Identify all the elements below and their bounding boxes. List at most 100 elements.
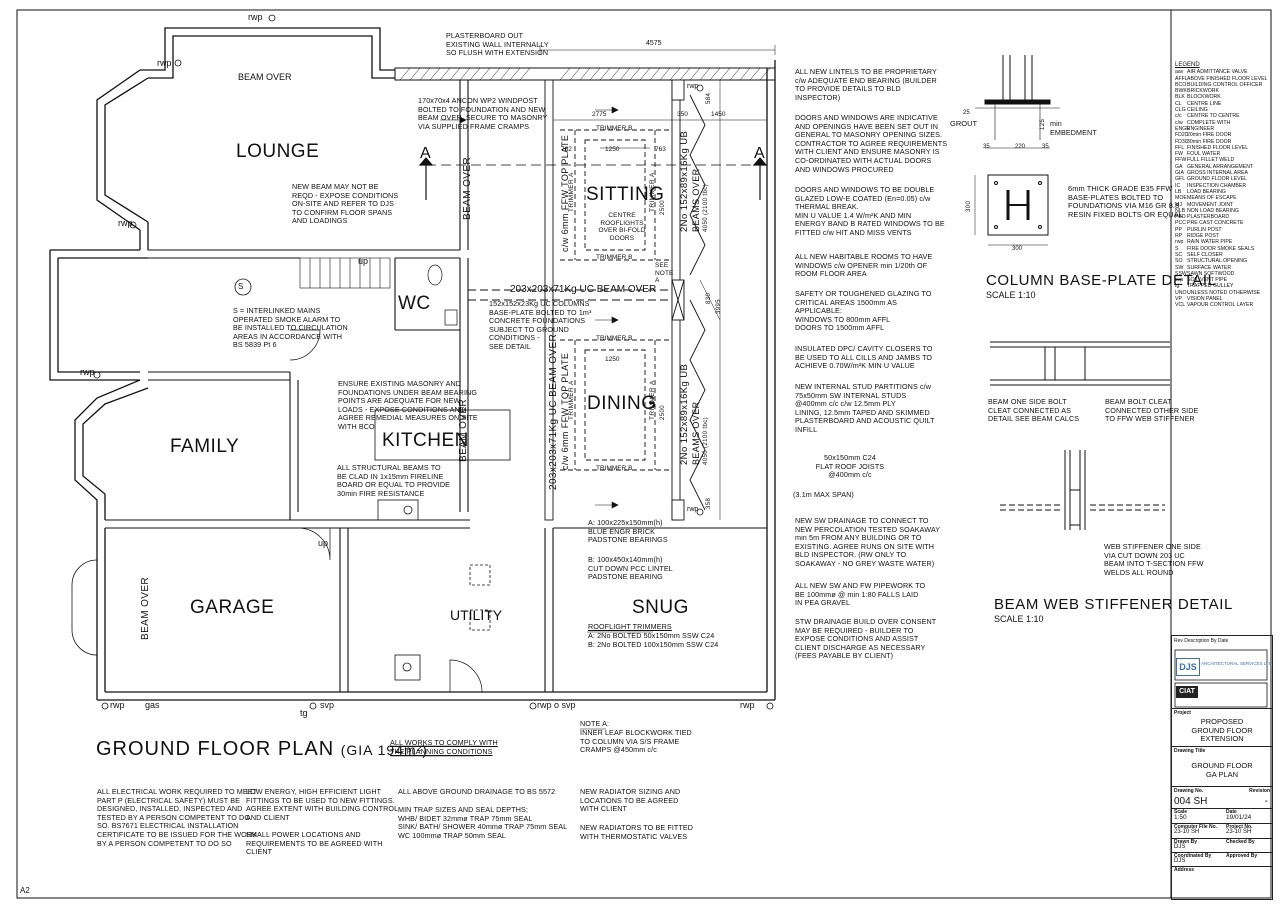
coordinated-by: DJS — [1174, 858, 1186, 864]
legend-abbrev: PP — [1175, 226, 1182, 233]
plate-dim-2: 4050 (2100 tbc) — [703, 416, 709, 465]
legend-abbrev: CLG — [1175, 107, 1186, 114]
extension-frame — [468, 79, 706, 521]
rooflight-note: CENTRE ROOFLIGHTS OVER BI-FOLD DOORS — [598, 212, 646, 242]
plan-gia: (GIA 194m²) — [340, 742, 428, 758]
section-marker-right: A — [754, 145, 765, 162]
beam-over-garage: BEAM OVER — [140, 576, 151, 640]
beams-over-1: BEAMS OVER — [691, 168, 701, 232]
scale-label: Scale — [1174, 809, 1188, 815]
dim-35-left: 35 — [983, 144, 990, 150]
arrows — [440, 106, 619, 509]
spec-note-7: NEW INTERNAL STUD PARTITIONS c/w 75x50mm… — [795, 382, 935, 434]
legend-meaning: MEANS OF ESCAPE — [1187, 195, 1237, 202]
dim-830: 830 — [706, 292, 712, 304]
legend-abbrev: SSW — [1175, 270, 1187, 277]
wc-fixtures — [427, 264, 458, 326]
drawing-no: 004 SH — [1174, 796, 1208, 807]
date-value: 19/01/24 — [1226, 814, 1252, 821]
room-wc: WC — [398, 293, 431, 314]
legend-meaning: SOIL VENT PIPE — [1187, 277, 1228, 284]
legend-meaning: BRICKWORK — [1187, 88, 1219, 95]
legend-meaning: BUILDING CONTROL OFFICER — [1187, 81, 1263, 88]
legend-abbrev: LB — [1175, 188, 1182, 195]
wall-hatch — [399, 67, 771, 81]
utility-sink — [394, 564, 491, 681]
ub-beams-1: 2No 152x89x16Kg UB — [679, 130, 690, 232]
legend-meaning: PRE CAST CONCRETE — [1187, 220, 1244, 227]
cleat-right-note: BEAM BOLT CLEAT CONNECTED OTHER SIDE TO … — [1105, 397, 1199, 424]
legend-abbrev: ENGR — [1175, 125, 1190, 132]
dim-762: 762 — [561, 146, 572, 153]
legend-item: FD2020min FIRE DOOR — [1175, 132, 1275, 138]
rwp-label-bottom: rwp — [110, 700, 125, 710]
beams-over-2: BEAMS OVER — [691, 401, 701, 465]
uc-beam-top-plate-2: c/w 6mm FFW TOP PLATE — [560, 352, 570, 470]
note-a: INNER LEAF BLOCKWORK TIED TO COLUMN VIA … — [580, 728, 692, 755]
spec-note-6: INSULATED DPC/ CAVITY CLOSERS TO BE USED… — [795, 344, 933, 371]
note-rooflight-trimmers: A: 2No BOLTED 50x150mm SSW C24 B: 2No BO… — [588, 631, 719, 649]
bottom-note-small-power: SMALL POWER LOCATIONS AND REQUIREMENTS T… — [246, 830, 383, 857]
planning-note: ALL WORKS TO COMPLY WITH THE PLANNING CO… — [390, 738, 498, 756]
door-swings — [289, 329, 483, 693]
coordinated-by-label: Coordinated By — [1174, 853, 1212, 859]
bottom-note-lighting: LOW ENERGY, HIGH EFFICIENT LIGHT FITTING… — [246, 787, 399, 822]
legend-abbrev: GIA — [1175, 170, 1184, 177]
legend-meaning: UNLESS NOTED OTHERWISE — [1187, 289, 1261, 296]
room-dining: DINING — [587, 393, 657, 414]
date-label: Date — [1226, 809, 1237, 815]
stiffener-plan — [1000, 450, 1165, 530]
legend-item: SSWSAWN SOFTWOOD — [1175, 271, 1275, 277]
legend-abbrev: UNO — [1175, 289, 1187, 296]
rwp-markers — [93, 14, 774, 710]
interior-walls — [105, 80, 767, 692]
dim-2500-2: 2500 — [660, 405, 666, 420]
embedment-label: min EMBEDMENT — [1050, 119, 1097, 137]
legend-abbrev: BCO — [1175, 81, 1187, 88]
dim-3995: 3995 — [716, 299, 722, 314]
baseplate-title: COLUMN BASE-PLATE DETAIL — [986, 272, 1217, 289]
plate-dim-1: 4050 (2100 tbc) — [703, 183, 709, 232]
legend-meaning: ABOVE FINISHED FLOOR LEVEL — [1187, 75, 1268, 82]
note-rooflight-trimmers-title: ROOFLIGHT TRIMMERS — [588, 622, 672, 631]
note-max-span: (3.1m MAX SPAN) — [793, 490, 854, 499]
legend-abbrev: FD30 — [1175, 138, 1188, 145]
room-snug: SNUG — [632, 597, 689, 618]
legend-meaning: RIDGE POST — [1187, 233, 1219, 240]
project-no: 23-10 SH — [1226, 829, 1252, 835]
drawing-no-label: Drawing No. — [1174, 788, 1204, 794]
drawn-by: DJS — [1174, 844, 1186, 850]
legend-abbrev: GA — [1175, 163, 1183, 170]
spec-note-4: ALL NEW HABITABLE ROOMS TO HAVE WINDOWS … — [795, 252, 933, 279]
drainage-note-3: STW DRAINAGE BUILD OVER CONSENT MAY BE R… — [795, 617, 937, 661]
ub-beams-2: 2No 152x89x16Kg UB — [679, 363, 690, 465]
svp-label: svp — [320, 700, 335, 710]
dim-2775: 2775 — [592, 111, 607, 118]
plan-title: GROUND FLOOR PLAN (GIA 194m²) — [96, 738, 428, 761]
title-block: Rev Description By Date DJS ARCHITECTURA… — [1171, 635, 1273, 900]
legend-meaning: COMPLETE WITH — [1187, 119, 1231, 126]
drawn-by-label: Drawn By — [1174, 839, 1198, 845]
up-label-stairs: up — [358, 256, 369, 266]
legend-meaning: PURLIN POST — [1187, 226, 1222, 233]
baseplate-elevation — [975, 55, 1060, 149]
legend-abbrev: FFW — [1175, 157, 1187, 164]
garage-doors — [71, 559, 98, 656]
legend-item: CLGCEILING — [1175, 107, 1275, 113]
legend-meaning: FINISHED FLOOR LEVEL — [1187, 144, 1249, 151]
